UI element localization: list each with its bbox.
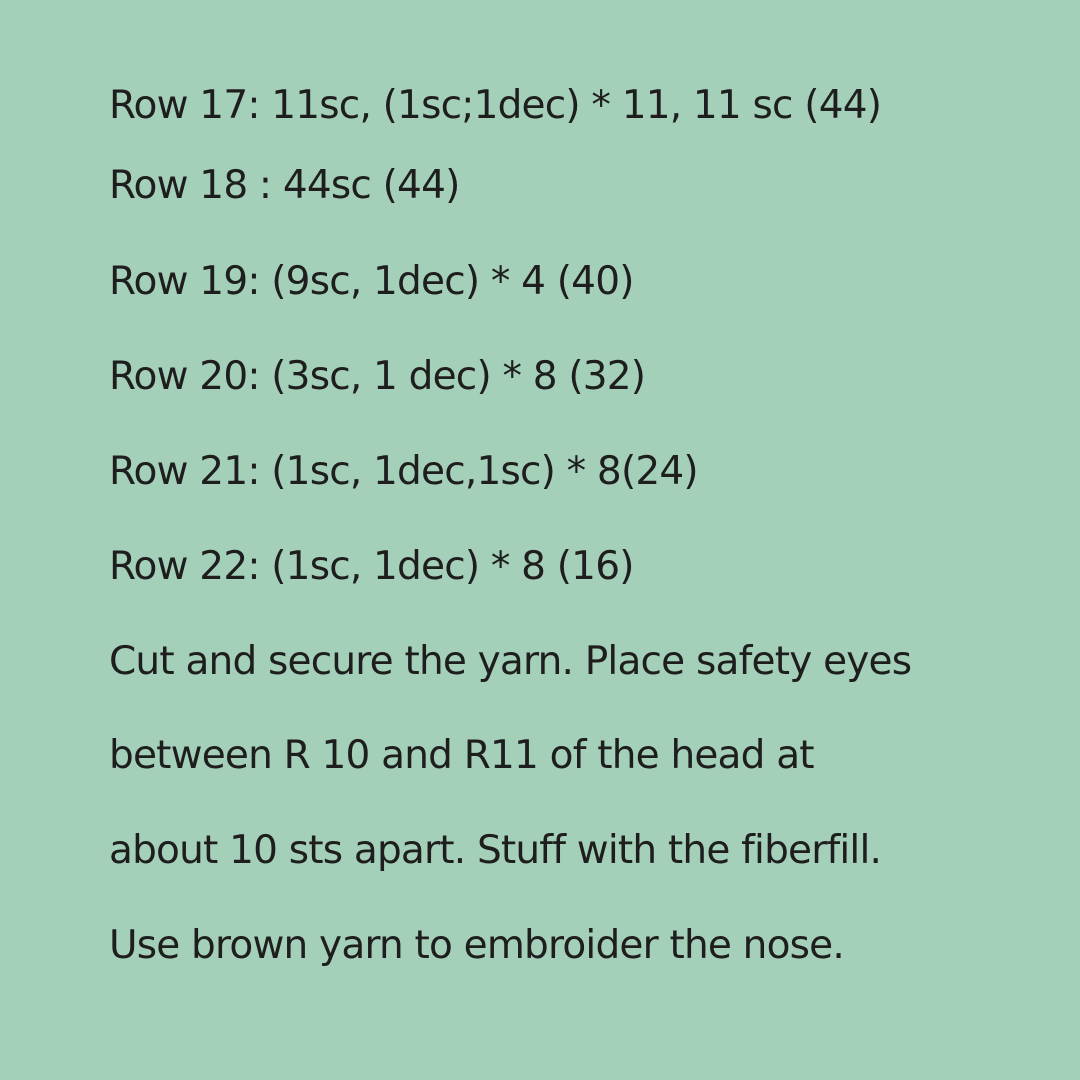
row-18-text: Row 18 : 44sc (44) <box>109 163 460 208</box>
instruction-line-2: between R 10 and R11 of the head at <box>109 733 815 778</box>
instruction-line-3: about 10 sts apart. Stuff with the fiber… <box>109 828 882 873</box>
row-17-text: Row 17: 11sc, (1sc;1dec) * 11, 11 sc (44… <box>109 83 882 128</box>
row-21-text: Row 21: (1sc, 1dec,1sc) * 8(24) <box>109 449 699 494</box>
row-22-text: Row 22: (1sc, 1dec) * 8 (16) <box>109 544 634 589</box>
row-19-text: Row 19: (9sc, 1dec) * 4 (40) <box>109 259 634 304</box>
row-20-text: Row 20: (3sc, 1 dec) * 8 (32) <box>109 354 646 399</box>
instruction-line-4: Use brown yarn to embroider the nose. <box>109 923 845 968</box>
instruction-line-1: Cut and secure the yarn. Place safety ey… <box>109 639 912 684</box>
